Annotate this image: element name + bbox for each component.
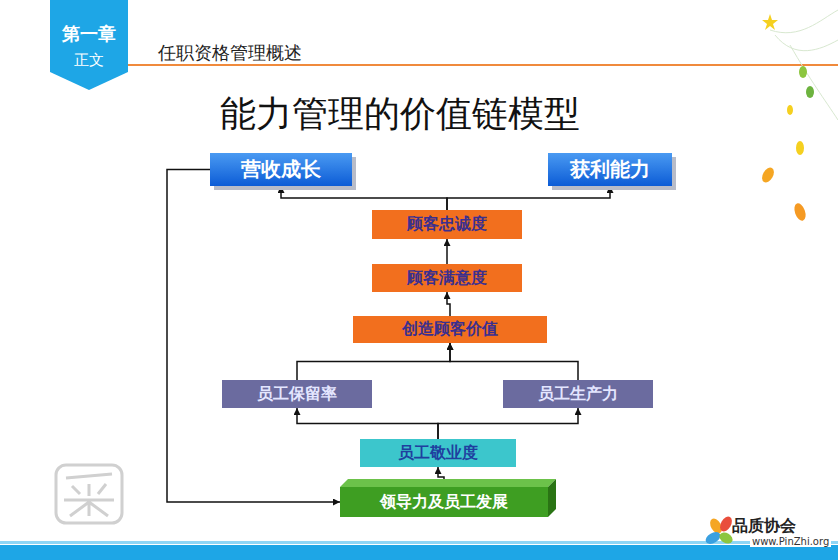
customer-box: 顾客满意度 [372,264,522,292]
logo-url: www.PinZhi.org [750,536,831,547]
watermark-glyph [64,474,114,516]
leaf [806,86,814,98]
box-text: 领导力及员工发展 [380,492,508,513]
box-text: 顾客满意度 [407,268,487,289]
box-text: 员工保留率 [257,384,337,405]
connector [447,186,610,210]
header-text: 任职资格管理概述 [158,41,302,65]
outcome-box: 获利能力 [548,153,672,186]
customer-box: 顾客忠诚度 [372,210,522,239]
box-text: 员工生产力 [538,384,618,405]
footer-bar [0,545,838,560]
connector [438,408,578,439]
watermark-logo [56,465,122,523]
connector [297,343,450,380]
connector [446,239,448,264]
engagement-box: 员工敬业度 [360,439,516,467]
employee-box: 员工保留率 [222,380,372,408]
outcome-box: 营收成长 [210,153,352,186]
header-rule [128,64,838,66]
connector [281,186,447,210]
box-text: 创造顾客价值 [402,319,498,340]
customer-box: 创造顾客价值 [353,316,547,343]
connector [447,292,450,316]
connector [450,343,578,380]
leaf [796,141,804,155]
star [762,14,778,30]
box-text: 营收成长 [241,156,321,183]
tab-shape [50,0,128,90]
connector [167,170,340,503]
leaf [760,166,777,185]
leaf [799,66,807,78]
connector [297,408,438,439]
leaf-curve [770,10,838,120]
foundation-box: 领导力及员工发展 [340,487,548,517]
leaf [792,202,808,222]
chapter-part: 正文 [74,51,104,70]
box-text: 顾客忠诚度 [407,214,487,235]
leaf [787,105,793,115]
box-text: 获利能力 [570,156,650,183]
box-text: 员工敬业度 [398,443,478,464]
chapter-number: 第一章 [62,22,116,46]
chapter-tab: 第一章正文 [50,0,128,90]
employee-box: 员工生产力 [503,380,653,408]
logo-name: 品质协会 [732,516,796,537]
slide-title: 能力管理的价值链模型 [0,90,800,139]
logo-petals [704,515,735,547]
